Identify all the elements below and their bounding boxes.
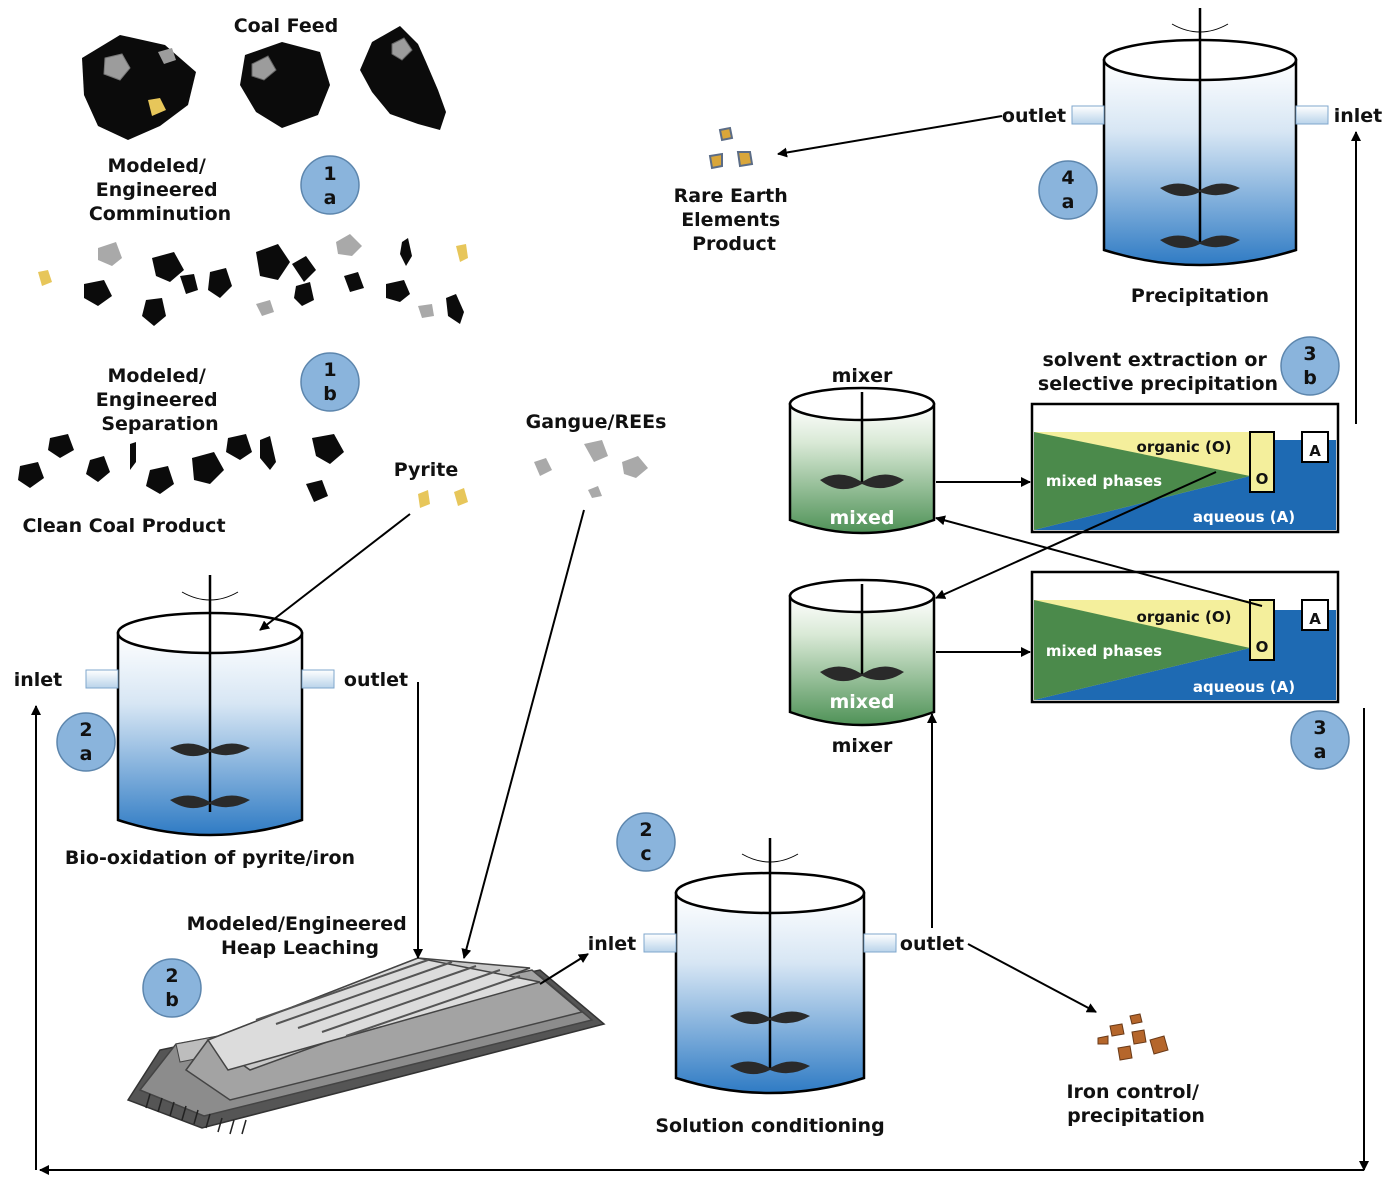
svg-text:1: 1 <box>323 163 336 185</box>
solution-conditioning-label: Solution conditioning <box>655 1115 884 1137</box>
settler-bottom-aqueous: aqueous (A) <box>1193 678 1295 696</box>
badge-3b: 3 b <box>1280 336 1340 396</box>
bio-oxidation-label: Bio-oxidation of pyrite/iron <box>65 847 355 869</box>
svg-text:b: b <box>323 383 337 405</box>
arrow-conditioning-to-iron <box>967 943 1097 1013</box>
bio-outlet-label: outlet <box>344 669 408 691</box>
mixer-bottom-label: mixer <box>832 735 893 757</box>
iron-precipitate-particles <box>1097 1013 1169 1061</box>
solvent-extraction-label: solvent extraction or selective precipit… <box>1038 349 1278 395</box>
svg-text:3: 3 <box>1313 717 1326 739</box>
svg-text:a: a <box>80 743 93 765</box>
pyrite-particles <box>418 488 468 508</box>
settler-bottom: organic (O) mixed phases aqueous (A) O A <box>1030 570 1340 704</box>
coal-lump <box>360 26 446 130</box>
mixer-top-label: mixer <box>832 365 893 387</box>
flow-arrows <box>31 115 1369 1175</box>
mixer-bottom-mixed-text: mixed <box>829 691 894 713</box>
bio-oxidation-tank <box>85 575 335 837</box>
svg-text:3: 3 <box>1303 343 1316 365</box>
precip-outlet-label: outlet <box>1002 105 1066 127</box>
svg-text:a: a <box>324 187 337 209</box>
badge-1a: 1 a <box>300 155 360 215</box>
coal-lump <box>240 42 330 128</box>
settler-bottom-a: A <box>1309 610 1321 628</box>
arrow-settler-bottom-to-mixer-top <box>935 515 1263 607</box>
svg-text:a: a <box>1062 191 1075 213</box>
badge-2c: 2 c <box>616 812 676 872</box>
mixer-top-tank: mixed <box>788 386 936 535</box>
heap-leach-pad <box>126 957 606 1135</box>
comminuted-particles <box>38 234 468 326</box>
solution-conditioning-tank <box>643 838 897 1095</box>
coal-feed-particles <box>82 26 446 140</box>
settler-top-o: O <box>1256 470 1269 488</box>
badge-1b: 1 b <box>300 352 360 412</box>
settler-bottom-organic: organic (O) <box>1137 608 1232 626</box>
gangue-particles <box>534 440 648 498</box>
pyrite-label: Pyrite <box>394 459 459 481</box>
precip-inlet-label: inlet <box>1334 105 1382 127</box>
badge-2b: 2 b <box>142 958 202 1018</box>
arrow-gangue-to-heap <box>461 509 585 959</box>
svg-text:b: b <box>165 989 179 1011</box>
gangue-rees-label: Gangue/REEs <box>526 411 667 433</box>
gangue-inclusion <box>103 53 131 81</box>
badge-3a: 3 a <box>1290 710 1350 770</box>
settler-top-a: A <box>1309 442 1321 460</box>
arrow-heap-to-conditioning <box>539 953 589 985</box>
svg-text:2: 2 <box>79 719 92 741</box>
gangue-inclusion <box>391 37 413 61</box>
precipitation-tank <box>1071 8 1329 267</box>
clean-coal-label: Clean Coal Product <box>22 515 225 537</box>
badge-4a: 4 a <box>1038 160 1098 220</box>
iron-control-label: Iron control/ precipitation <box>1066 1081 1205 1127</box>
rare-earth-product-label: Rare Earth Elements Product <box>674 185 795 255</box>
clean-coal-particles <box>18 434 344 502</box>
settler-top-aqueous: aqueous (A) <box>1193 508 1295 526</box>
arrow-settler-top-to-mixer-bottom <box>935 471 1217 599</box>
gangue-inclusion <box>158 48 176 64</box>
coal-lump <box>82 35 196 140</box>
settler-top-mixed-phases: mixed phases <box>1046 472 1162 490</box>
coal-feed-label: Coal Feed <box>234 15 339 37</box>
gangue-inclusion <box>251 55 277 81</box>
comminution-label: Modeled/ Engineered Comminution <box>89 155 231 225</box>
svg-text:2: 2 <box>639 819 652 841</box>
settler-bottom-o: O <box>1256 638 1269 656</box>
svg-text:2: 2 <box>165 965 178 987</box>
settler-bottom-mixed-phases: mixed phases <box>1046 642 1162 660</box>
separation-label: Modeled/ Engineered Separation <box>96 365 224 435</box>
conditioning-outlet-label: outlet <box>900 933 964 955</box>
svg-text:4: 4 <box>1061 167 1074 189</box>
precipitation-label: Precipitation <box>1131 285 1269 307</box>
pyrite-inclusion <box>148 98 166 116</box>
svg-text:a: a <box>1314 741 1327 763</box>
conditioning-inlet-label: inlet <box>588 933 637 955</box>
bio-inlet-label: inlet <box>14 669 63 691</box>
svg-text:c: c <box>640 843 651 865</box>
svg-text:b: b <box>1303 367 1317 389</box>
arrow-precip-outlet-to-ree <box>777 115 1003 158</box>
ree-product-particles <box>708 126 754 170</box>
settler-top: organic (O) mixed phases aqueous (A) O A <box>1030 402 1340 534</box>
heap-leaching-label: Modeled/Engineered Heap Leaching <box>187 913 414 959</box>
arrow-pyrite-to-bio <box>259 513 411 631</box>
mixer-top-mixed-text: mixed <box>829 507 894 529</box>
settler-top-organic: organic (O) <box>1137 438 1232 456</box>
svg-text:1: 1 <box>323 359 336 381</box>
badge-2a: 2 a <box>56 712 116 772</box>
mixer-bottom-tank: mixed <box>788 578 936 727</box>
